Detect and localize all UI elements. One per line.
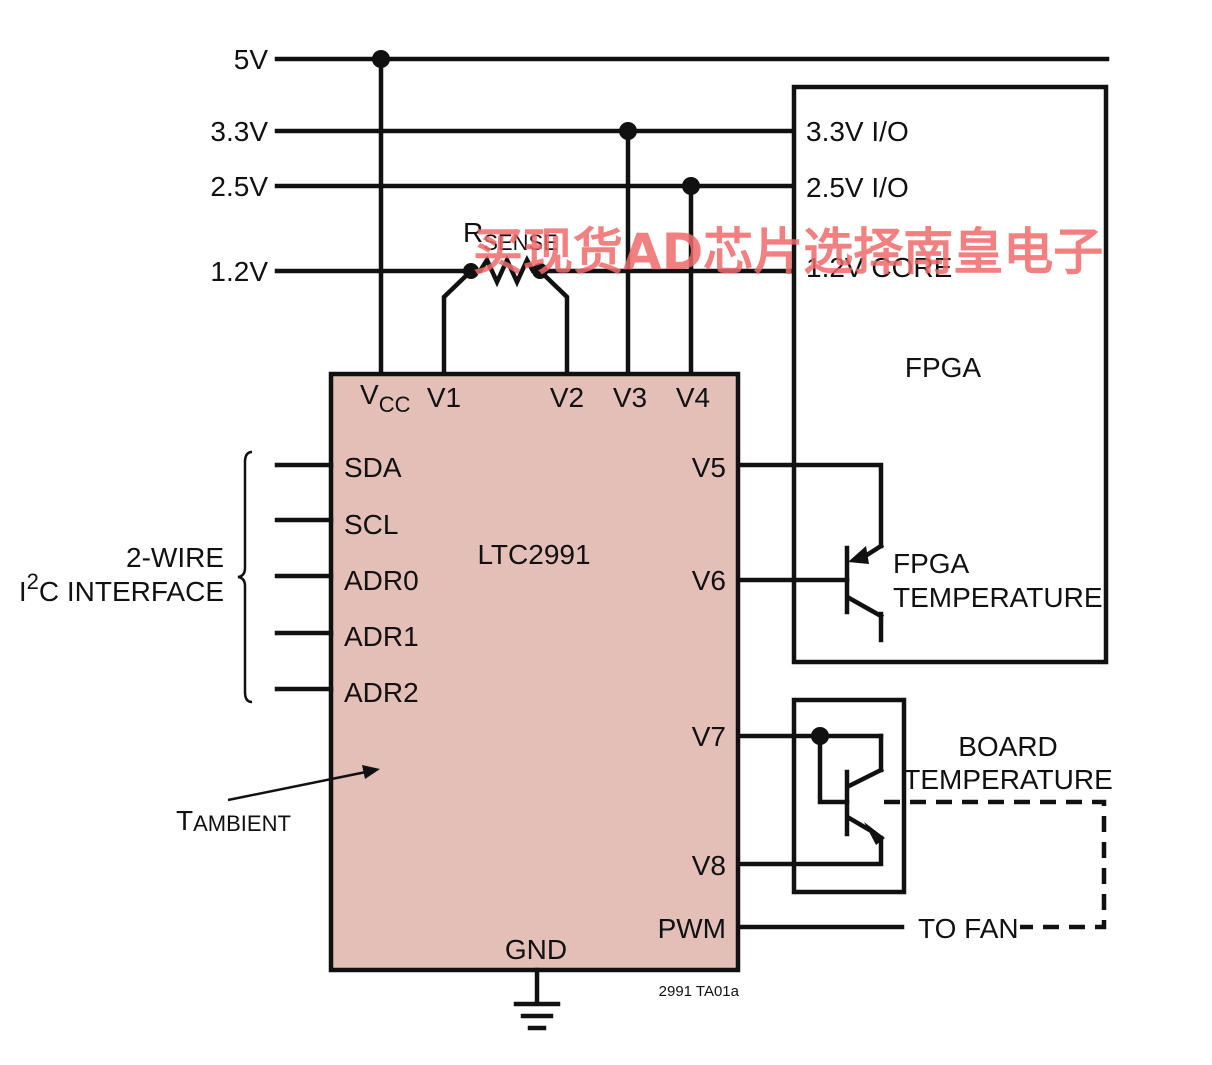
fpga-block: 3.3V I/O 2.5V I/O 1.2V CORE FPGA FPGA TE… xyxy=(791,84,1109,665)
chip-name: LTC2991 xyxy=(477,539,590,570)
tambient-label: TAMBIENT xyxy=(176,805,291,836)
kelvin-lead-v2 xyxy=(536,267,570,377)
fpga-temp-transistor xyxy=(735,462,885,643)
fpga-pin-3v3-io: 3.3V I/O xyxy=(806,116,909,147)
pin-adr1-label: ADR1 xyxy=(344,621,419,652)
rail-label-3v3: 3.3V xyxy=(210,116,268,147)
pin-adr0-label: ADR0 xyxy=(344,565,419,596)
supply-rails: 5V 3.3V 2.5V 1.2V xyxy=(210,44,1110,287)
i2c-interface: 2-WIRE I2C INTERFACE xyxy=(19,450,334,704)
transistor-emitter-lead xyxy=(845,594,885,620)
pin-vcc-label: VCC xyxy=(360,379,411,417)
ground-symbol xyxy=(513,967,561,1031)
pin-v4-label: V4 xyxy=(676,382,710,413)
rail-label-5v: 5V xyxy=(234,44,269,75)
figure-code: 2991 TA01a xyxy=(659,983,740,1000)
board-temp-transistor: BOARD TEMPERATURE xyxy=(735,697,1113,895)
junction-v7 xyxy=(811,727,829,745)
board-temp-label-1: BOARD xyxy=(958,731,1058,762)
fpga-pin-1v2-core: 1.2V CORE xyxy=(806,252,952,283)
pin-scl-label: SCL xyxy=(344,509,398,540)
fan-connection: TO FAN xyxy=(735,799,1107,944)
pin-v2-label: V2 xyxy=(550,382,584,413)
chip-body xyxy=(328,371,741,973)
pin-v3-label: V3 xyxy=(613,382,647,413)
rsense-label: RSENSE xyxy=(463,217,558,255)
pin-pwm-label: PWM xyxy=(658,913,726,944)
pin-v7-label: V7 xyxy=(692,721,726,752)
tambient-leader xyxy=(227,770,367,802)
interface-brace-icon xyxy=(237,450,253,704)
rail-label-2v5: 2.5V xyxy=(210,171,268,202)
fan-dashed-link xyxy=(884,799,1107,930)
sense-resistor: RSENSE xyxy=(441,217,570,377)
transistor-collector-lead xyxy=(845,766,885,790)
fpga-title: FPGA xyxy=(905,352,982,383)
pin-sda-label: SDA xyxy=(344,452,402,483)
pin-v5-label: V5 xyxy=(692,452,726,483)
junction-5v xyxy=(372,50,390,68)
kelvin-lead-v1 xyxy=(441,267,475,377)
interface-label-2: I2C INTERFACE xyxy=(19,569,224,607)
wire-v5 xyxy=(735,462,884,549)
fpga-temp-label-1: FPGA xyxy=(893,548,970,579)
rail-taps xyxy=(372,50,700,377)
tambient-arrow-icon xyxy=(362,765,380,779)
junction-2v5 xyxy=(682,177,700,195)
pin-gnd-label: GND xyxy=(505,934,567,965)
to-fan-label: TO FAN xyxy=(918,913,1019,944)
pin-v8-label: V8 xyxy=(692,850,726,881)
fpga-pin-2v5-io: 2.5V I/O xyxy=(806,172,909,203)
wire-v8 xyxy=(735,835,884,867)
junction-3v3 xyxy=(619,122,637,140)
rail-label-1v2: 1.2V xyxy=(210,256,268,287)
fpga-temp-label-2: TEMPERATURE xyxy=(893,582,1103,613)
interface-label-1: 2-WIRE xyxy=(126,542,224,573)
board-temp-label-2: TEMPERATURE xyxy=(903,764,1113,795)
pin-v6-label: V6 xyxy=(692,565,726,596)
pnp-arrow-icon xyxy=(848,546,869,564)
board-temp-box xyxy=(791,697,907,895)
pin-adr2-label: ADR2 xyxy=(344,677,419,708)
tambient-annotation: TAMBIENT xyxy=(176,765,380,836)
base-tie xyxy=(817,733,850,805)
fpga-box xyxy=(791,84,1109,665)
resistor-zigzag-icon xyxy=(468,254,543,288)
pin-v1-label: V1 xyxy=(427,382,461,413)
ltc2991-chip: LTC2991 VCC V1 V2 V3 V4 SDA SCL ADR0 ADR… xyxy=(328,371,741,973)
watermark: 买现货AD芯片选择南皇电子 xyxy=(473,223,1103,281)
